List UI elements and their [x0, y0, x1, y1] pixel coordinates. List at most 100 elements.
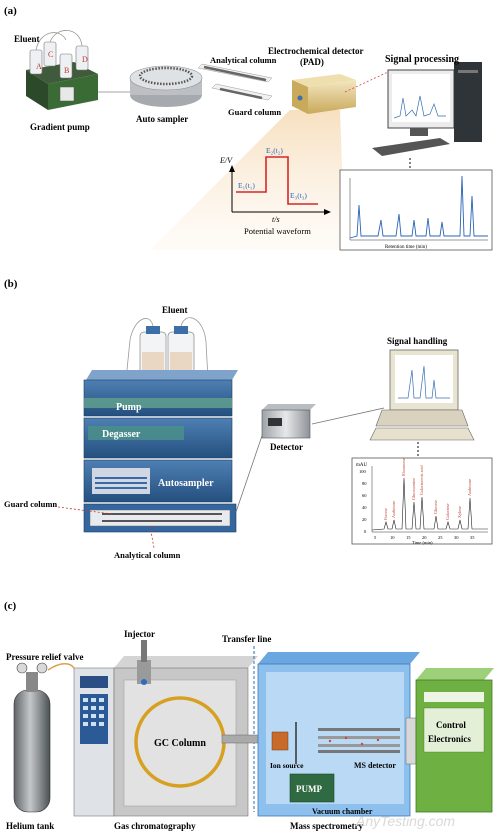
- gauge-icon: [16, 662, 28, 674]
- bottle-cap-icon: [146, 326, 160, 334]
- ms-detector-icon: [405, 717, 417, 765]
- analytical-column: [197, 63, 273, 83]
- waveform-x-axis: t/s: [272, 215, 280, 224]
- y-tick: 100: [359, 469, 367, 474]
- waveform-e1: E₁(t₁): [238, 181, 255, 190]
- helium-tank-label: Helium tank: [6, 821, 54, 831]
- y-tick: 60: [362, 493, 367, 498]
- y-tick: 20: [362, 517, 367, 522]
- analytical-column-label-b: Analytical column: [114, 550, 181, 560]
- autosampler-label: Autosampler: [158, 478, 214, 489]
- peak-label: Fucose: [383, 508, 388, 520]
- chromatogram-b: mAU 0 20 40 60 80 100 5 10 15 20 25 30 3…: [351, 457, 493, 545]
- electrochemical-detector: [292, 74, 356, 114]
- panel-a-tag: (a): [4, 5, 17, 17]
- peak-label: Xylose: [457, 506, 462, 518]
- peak-label: Arabinose: [391, 501, 396, 518]
- chromatogram-a-x-label: Retention time (min): [385, 245, 427, 250]
- helium-tank: [13, 662, 75, 813]
- control-label-line2: Electronics: [428, 734, 471, 744]
- ms-detector-label: MS detector: [354, 761, 396, 770]
- control-electronics: [415, 668, 494, 813]
- bottle-cap-icon: [174, 326, 188, 334]
- panel-c-tag: (c): [4, 600, 17, 612]
- bottle-label: C: [48, 50, 53, 59]
- guard-column: [211, 83, 273, 101]
- auto-sampler-label: Auto sampler: [136, 114, 188, 124]
- eluent-bottles: [125, 317, 209, 381]
- panel-b-tag: (b): [4, 278, 18, 290]
- degasser-label: Degasser: [102, 429, 141, 440]
- peak-label: Galactose: [445, 503, 450, 520]
- panel-b: (b) Eluent: [4, 278, 493, 560]
- guard-column-label: Guard column: [228, 107, 281, 117]
- hplc-stack: [83, 370, 238, 533]
- gradient-pump: A B C D: [26, 30, 98, 110]
- x-tick: 20: [422, 535, 427, 540]
- ion-source-label: Ion source: [270, 761, 304, 770]
- detector-beam: [150, 110, 345, 250]
- transfer-line-label: Transfer line: [222, 634, 271, 644]
- sample-vials-icon: [95, 477, 147, 489]
- x-tick: 5: [374, 535, 377, 540]
- waveform-caption: Potential waveform: [244, 226, 311, 236]
- mass-spectrometry-label: Mass spectrometry: [290, 821, 364, 831]
- control-label-line1: Control: [436, 720, 466, 730]
- waveform-e3: E₃(t₃): [290, 191, 307, 200]
- chromatogram-b-x-label: Time (min): [412, 540, 433, 545]
- signal-processing-label: Signal processing: [385, 54, 459, 65]
- x-tick: 30: [454, 535, 459, 540]
- chromatogram-b-y-unit: mAU: [356, 463, 368, 468]
- x-tick: 10: [390, 535, 395, 540]
- gc-controller: [73, 667, 115, 817]
- peak-label: Glucose: [433, 500, 438, 514]
- detector-label-line2: (PAD): [300, 57, 324, 67]
- gauge-icon: [36, 662, 48, 674]
- bottle-icon: [59, 53, 73, 79]
- eluent-label: Eluent: [14, 34, 40, 44]
- potential-waveform: E/V t/s E₁(t₁) E₂(t₂) E₃(t₃) Potential w…: [219, 146, 331, 236]
- injector-label: Injector: [124, 629, 155, 639]
- x-tick: 35: [470, 535, 475, 540]
- waveform-e2: E₂(t₂): [266, 146, 283, 155]
- keyboard-icon: [369, 427, 475, 441]
- peak-label: Rhamnose: [401, 458, 406, 476]
- eluent-label-b: Eluent: [162, 305, 188, 315]
- injector-port-icon: [141, 679, 147, 685]
- computer: [372, 62, 482, 156]
- bottle-label: D: [82, 55, 88, 64]
- gas-chromatography-label: Gas chromatography: [114, 821, 196, 831]
- vacuum-chamber-label: Vacuum chamber: [312, 807, 373, 816]
- ms-vacuum-chamber: [257, 652, 420, 817]
- gc-oven: [113, 640, 258, 817]
- y-tick: 40: [362, 505, 367, 510]
- x-tick: 25: [438, 535, 443, 540]
- pressure-relief-valve-label: Pressure relief valve: [6, 652, 83, 662]
- gc-column-label: GC Column: [154, 738, 206, 749]
- y-tick: 80: [362, 481, 367, 486]
- ion-source-icon: [271, 731, 289, 751]
- pump-keypad-icon: [59, 86, 75, 102]
- auto-sampler: [129, 65, 203, 107]
- bottle-label: A: [36, 62, 42, 71]
- panel-a: (a) A B C D Eluent Gradient pump Au: [4, 5, 493, 251]
- guard-column-label-b: Guard column: [4, 499, 57, 509]
- bottle-label: B: [64, 66, 69, 75]
- watermark: AnyTesting.com: [355, 813, 455, 829]
- computer-b: [369, 349, 475, 441]
- detector-label-line1: Electrochemical detector: [268, 46, 364, 56]
- detector-label-b: Detector: [270, 442, 303, 452]
- waveform-y-axis: E/V: [219, 156, 233, 165]
- signal-handling-label: Signal handling: [387, 336, 448, 346]
- x-tick: 15: [406, 535, 411, 540]
- chromatogram-a: Retention time (min): [339, 169, 493, 251]
- peak-label: Glucosamine: [411, 478, 416, 500]
- peak-label: Arabinose: [467, 479, 472, 496]
- peak-label: Galacturonic acid: [419, 464, 424, 495]
- pump-label: Pump: [116, 402, 142, 413]
- pump-label-c: PUMP: [296, 784, 322, 794]
- keyboard-icon: [372, 138, 450, 156]
- analytical-column-label: Analytical column: [210, 55, 277, 65]
- y-tick: 0: [364, 529, 367, 534]
- detector-box: [261, 404, 316, 439]
